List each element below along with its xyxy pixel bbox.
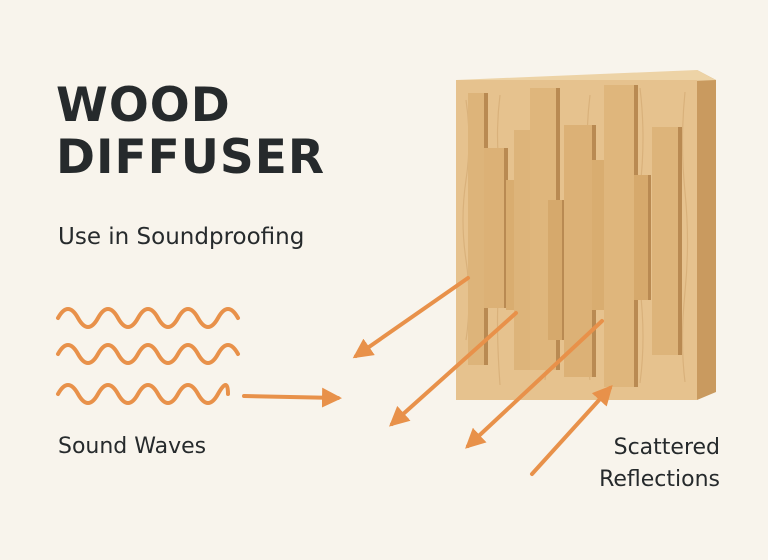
diffuser-bar-11 xyxy=(652,127,682,355)
reflected-arrow-3 xyxy=(465,319,604,449)
page-subtitle: Use in Soundproofing xyxy=(58,224,305,250)
sound-wave-1 xyxy=(56,307,240,329)
diffuser-bar-9 xyxy=(604,85,638,387)
incident-arrow xyxy=(242,387,342,408)
reflected-arrow-1 xyxy=(352,276,470,359)
panel-side xyxy=(697,70,716,400)
sound-wave-2 xyxy=(56,343,240,365)
title-line-2: DIFFUSER xyxy=(56,130,326,185)
sound-waves-label: Sound Waves xyxy=(58,434,207,459)
diffuser-bar-2 xyxy=(484,148,508,308)
reflected-arrow-2 xyxy=(389,311,518,427)
reflected-arrow-4 xyxy=(530,385,613,476)
diffuser-bars xyxy=(468,85,682,387)
page-title: WOOD DIFFUSER xyxy=(56,80,325,184)
scattered-reflections-label: Scattered Reflections xyxy=(540,432,720,496)
diffuser-bar-6 xyxy=(548,200,565,340)
sound-wave-3 xyxy=(56,383,230,405)
scattered-label-line-2: Reflections xyxy=(599,467,720,492)
reflection-arrow-icon xyxy=(242,276,613,476)
title-line-1: WOOD xyxy=(56,78,231,133)
sound-wave-icon xyxy=(56,307,240,405)
wood-diffuser-panel-icon xyxy=(456,70,716,400)
diffuser-bar-10 xyxy=(634,175,651,300)
scattered-label-line-1: Scattered xyxy=(613,435,720,460)
